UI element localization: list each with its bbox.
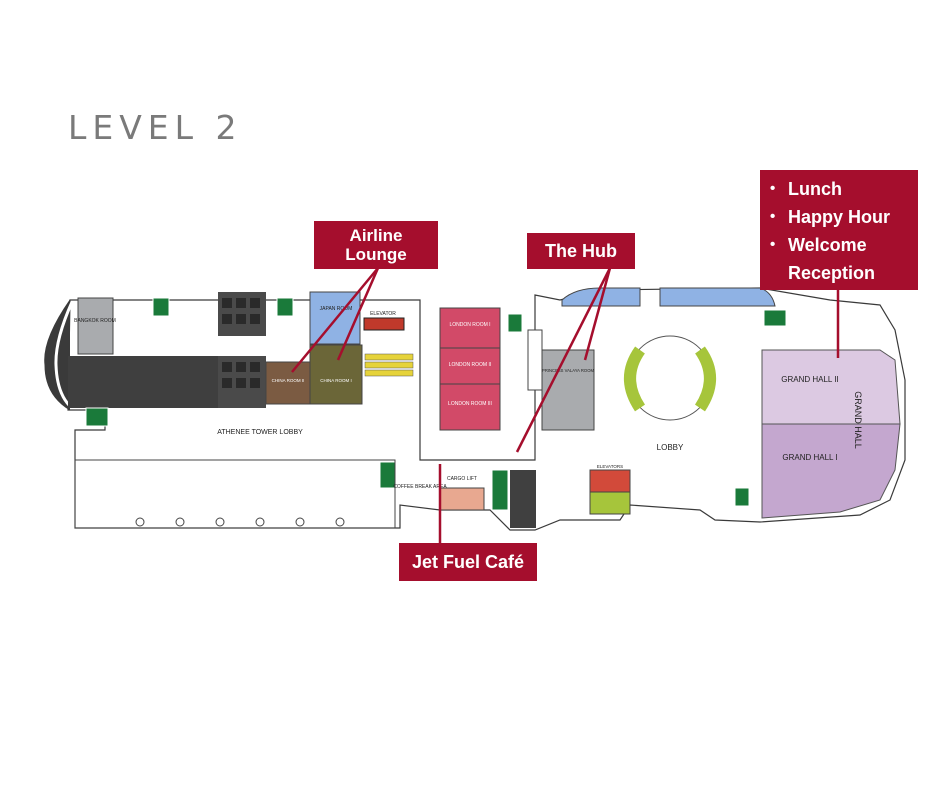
dark-corridor [68, 356, 218, 408]
exit-sign-4 [507, 313, 523, 333]
hub-line-1 [515, 267, 612, 453]
bangkok-room [77, 297, 114, 355]
grand-hall-1-label: GRAND HALL I [782, 453, 837, 462]
lobby-stair-left [624, 346, 646, 412]
lobby-stair-right [694, 346, 716, 412]
china-room-2 [265, 361, 311, 405]
exit-sign-8 [734, 487, 750, 507]
london-room-3-label: LONDON ROOM III [448, 401, 492, 407]
callout-jet-fuel-cafe: Jet Fuel Café [399, 543, 537, 581]
exit-sign-1 [152, 297, 170, 317]
callout-lines [291, 267, 840, 544]
exit-sign-5 [379, 461, 397, 489]
coffee-break-label: COFFEE BREAK AREA [393, 484, 447, 490]
airline-line2: Lounge [345, 245, 407, 264]
london-room-2-label: LONDON ROOM II [449, 362, 492, 368]
london-room-1-label: LONDON ROOM I [449, 322, 490, 328]
london-room-2 [439, 347, 501, 385]
airline-line1: Airline [349, 226, 403, 245]
exit-sign-7 [763, 309, 787, 327]
list-item: Lunch [770, 175, 918, 203]
elevator-block [363, 317, 405, 331]
exit-sign-2 [276, 297, 294, 317]
airline-line-2 [336, 267, 380, 361]
athenee-lobby-label: ATHENEE TOWER LOBBY [217, 429, 303, 436]
south-wing [74, 459, 396, 529]
stair-pattern-1 [222, 362, 260, 388]
china-room-2-label: CHINA ROOM II [272, 378, 305, 383]
grand-hall-label: GRAND HALL [853, 391, 863, 449]
escalator [364, 353, 414, 377]
exit-sign-6 [491, 469, 509, 511]
london-room-1 [439, 307, 501, 349]
lobby-label: LOBBY [657, 443, 684, 452]
japan-label: JAPAN ROOM [320, 306, 353, 312]
callout-grand-hall: Lunch Happy Hour Welcome Reception [760, 170, 918, 290]
elevators-label: ELEVATORS [597, 464, 623, 469]
callout-the-hub: The Hub [527, 233, 635, 269]
list-item: Reception [788, 263, 876, 283]
elevator-label: ELEVATOR [370, 311, 396, 317]
cargo-lift [439, 487, 485, 511]
page-title: LEVEL 2 [68, 108, 243, 147]
china-room-1-label: CHINA ROOM I [320, 378, 352, 383]
south-columns [135, 517, 345, 527]
bangkok-label: BANGKOK ROOM [74, 318, 116, 324]
princess-room-label: PRINCESS VALAYA ROOM [542, 368, 594, 373]
airline-line-1 [291, 267, 379, 373]
list-item: Happy Hour [770, 203, 918, 231]
hub-line-2 [583, 267, 612, 361]
security-area [527, 329, 543, 391]
exit-sign-3 [85, 407, 109, 427]
grand-hall-list: Lunch Happy Hour Welcome Reception [770, 175, 918, 287]
princess-room [541, 349, 595, 431]
london-room-3 [439, 383, 501, 431]
exit-signs [85, 297, 787, 511]
cargo-lift-label: CARGO LIFT [447, 476, 477, 482]
grand-hall-1 [761, 423, 901, 519]
elevator-bank [589, 469, 631, 493]
dark-core-bottom [510, 470, 536, 528]
grand-hall-2 [761, 349, 901, 425]
china-room-1 [309, 344, 363, 405]
grand-hall-2-label: GRAND HALL II [781, 375, 839, 384]
list-item: Welcome [770, 231, 918, 259]
callout-airline-lounge: Airline Lounge [314, 221, 438, 269]
